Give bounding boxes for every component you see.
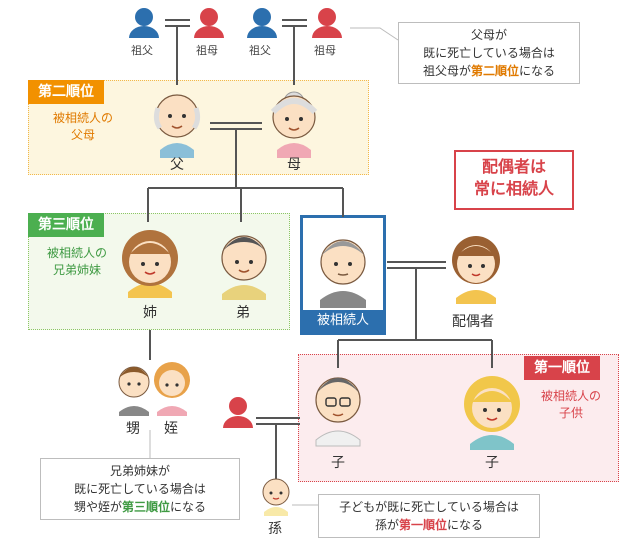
rank2-tag: 第二順位 (28, 80, 104, 104)
niece-figure (154, 362, 190, 416)
child-label: 子 (331, 455, 345, 471)
note-children-text: になる (447, 518, 484, 532)
rank1-description: 被相続人の 子供 (528, 388, 614, 422)
note-children-highlight: 第一順位 (398, 518, 447, 532)
father-label: 父 (170, 157, 184, 173)
note-parents-highlight: 第二順位 (470, 64, 519, 78)
spouse-callout-line1: 配偶者は (481, 157, 546, 176)
note-parents-line3: 祖父母が第二順位になる (399, 62, 579, 80)
nephew-label: 甥 (126, 421, 140, 437)
note-parents: 父母が 既に死亡している場合は 祖父母が第二順位になる (398, 22, 580, 84)
rank3-desc-line1: 被相続人の (46, 246, 107, 260)
note-siblings-text: になる (170, 500, 207, 514)
rank3-desc-line2: 兄弟姉妹 (52, 263, 101, 277)
note-children-text: 孫が (374, 518, 399, 532)
spouse-callout: 配偶者は 常に相続人 (454, 150, 574, 210)
decedent-figure (320, 239, 366, 308)
younger-brother-label: 弟 (236, 305, 250, 321)
note-siblings-line2: 既に死亡している場合は (74, 482, 206, 496)
child2-figure (464, 376, 520, 450)
note-parents-text: 祖父母が (422, 64, 471, 78)
nephew-figure (118, 366, 150, 416)
note-siblings-line3: 甥や姪が第三順位になる (41, 498, 239, 516)
child-spouse-icon (223, 397, 253, 428)
grandfather-label: 祖父 (249, 44, 271, 57)
younger-brother-figure (221, 235, 267, 300)
decedent-label: 被相続人 (303, 310, 383, 332)
note-pointers (149, 27, 399, 506)
note-parents-text: になる (519, 64, 556, 78)
rank2-desc-line1: 被相続人の (52, 111, 113, 125)
mother-figure (270, 91, 318, 158)
rank3-description: 被相続人の 兄弟姉妹 (32, 245, 122, 279)
grandmother-icon (194, 8, 224, 38)
child-label: 子 (485, 455, 499, 471)
grandfather-icon (247, 8, 277, 38)
note-children-line2: 孫が第一順位になる (319, 516, 539, 534)
note-parents-line1: 父母が (470, 28, 507, 42)
spouse-label: 配偶者 (452, 314, 494, 330)
rank2-desc-line2: 父母 (70, 128, 95, 142)
father-figure (153, 94, 201, 158)
grandmother-label: 祖母 (196, 44, 218, 57)
spouse-figure (452, 236, 500, 304)
grandchild-figure (262, 478, 290, 516)
rank1-desc-line2: 子供 (558, 406, 583, 420)
note-children-line1: 子どもが既に死亡している場合は (339, 500, 519, 514)
rank1-desc-line1: 被相続人の (540, 389, 601, 403)
elder-sister-label: 姉 (143, 305, 157, 321)
connector-lines (147, 19, 493, 480)
note-parents-line2: 既に死亡している場合は (423, 46, 555, 60)
child1-figure (315, 377, 361, 447)
note-siblings-highlight: 第三順位 (121, 500, 170, 514)
grandfather-label: 祖父 (131, 44, 153, 57)
niece-label: 姪 (164, 421, 178, 437)
rank3-tag: 第三順位 (28, 213, 104, 237)
elder-sister-figure (122, 230, 178, 298)
grandchild-label: 孫 (268, 521, 282, 537)
note-siblings-line1: 兄弟姉妹が (109, 464, 170, 478)
rank2-description: 被相続人の 父母 (38, 110, 128, 144)
rank1-tag: 第一順位 (524, 356, 600, 380)
note-children: 子どもが既に死亡している場合は 孫が第一順位になる (318, 494, 540, 538)
grandmother-label: 祖母 (314, 44, 336, 57)
spouse-callout-line2: 常に相続人 (473, 179, 554, 198)
note-siblings: 兄弟姉妹が 既に死亡している場合は 甥や姪が第三順位になる (40, 458, 240, 520)
grandmother-icon (312, 8, 342, 38)
mother-label: 母 (287, 157, 301, 173)
note-siblings-text: 甥や姪が (73, 500, 122, 514)
grandfather-icon (129, 8, 159, 38)
